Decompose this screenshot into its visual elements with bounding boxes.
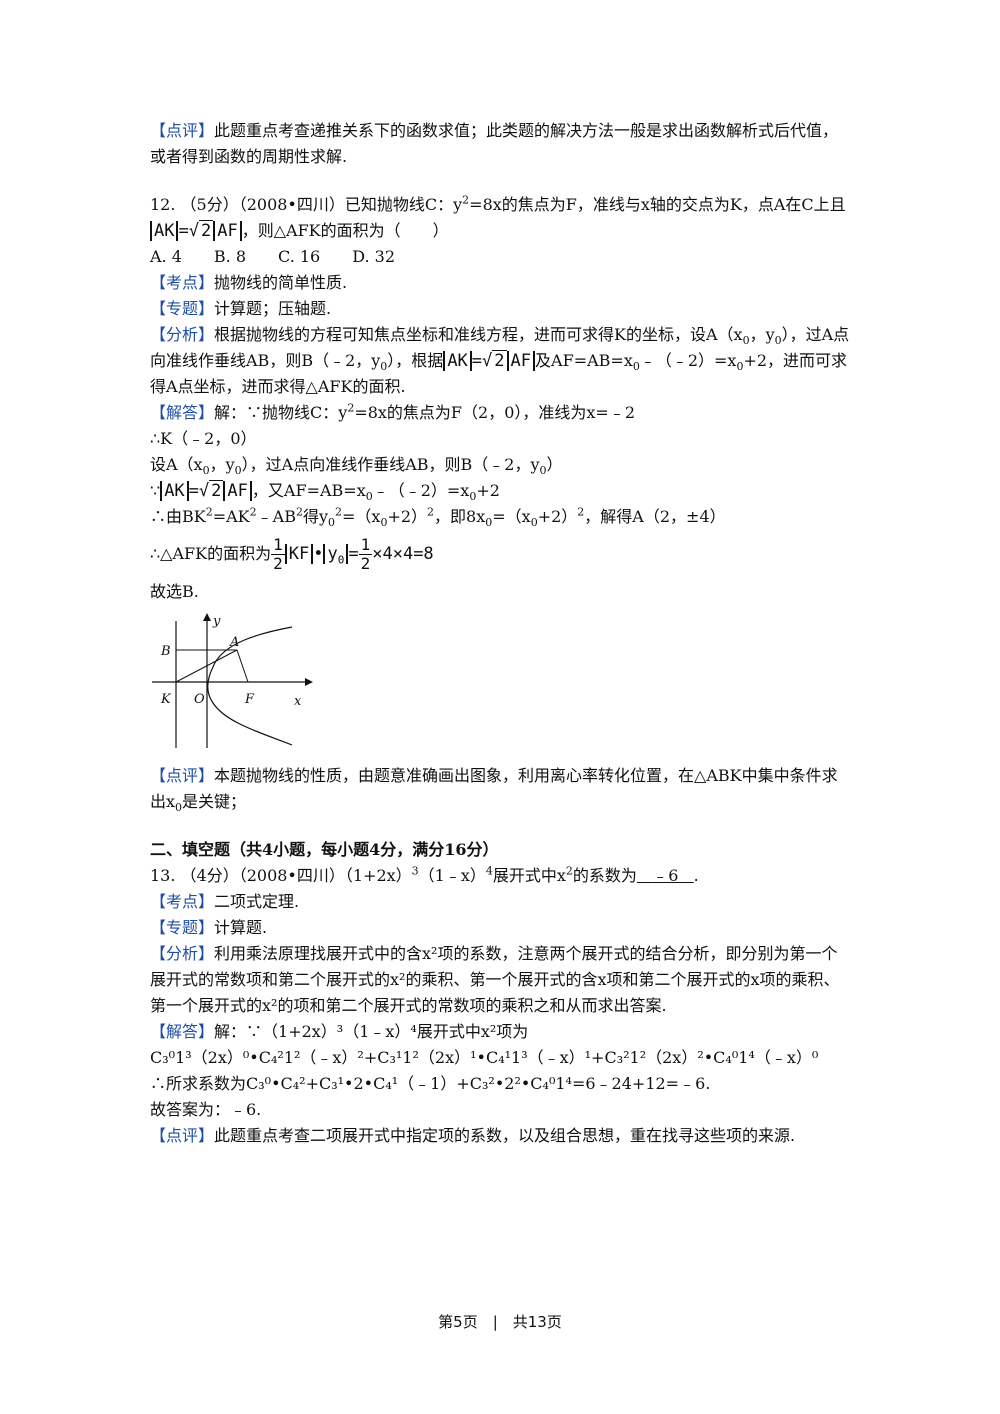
label-b: B	[160, 644, 171, 659]
jieda-line-7: 故选B.	[150, 582, 199, 601]
kaodian: 【考点】抛物线的简单性质.	[150, 273, 348, 292]
label-k: K	[160, 692, 172, 707]
label-f: F	[244, 692, 255, 707]
jieda-13: 【解答】解：∵（1+2x）³（1﹣x）⁴展开式中x²项为	[150, 1022, 529, 1041]
page-content: 【点评】此题重点考查递推关系下的函数求值；此类题的解决方法一般是求出函数解析式后…	[150, 118, 850, 1149]
label-y: y	[212, 614, 221, 629]
jieda-13-line-4: 故答案为：﹣6.	[150, 1100, 262, 1119]
zhuanti: 【专题】计算题；压轴题.	[150, 299, 332, 318]
line-af	[236, 649, 249, 683]
y-axis-arrow	[203, 613, 211, 621]
jieda: 【解答】解：∵抛物线C：y2=8x的焦点为F（2，0），准线为x=﹣2	[150, 401, 635, 422]
zhuanti-13: 【专题】计算题.	[150, 918, 268, 937]
dianping-13: 【点评】此题重点考查二项展开式中指定项的系数，以及组合思想，重在找寻这些项的来源…	[150, 1126, 796, 1145]
section-2-title: 二、填空题（共4小题，每小题4分，满分16分）	[150, 840, 499, 859]
parabola-graph: y x B A K O F	[152, 613, 313, 748]
review-paragraph: 【点评】此题重点考查递推关系下的函数求值；此类题的解决方法一般是求出函数解析式后…	[150, 121, 839, 166]
parabola-curve	[207, 626, 293, 746]
label-a: A	[229, 635, 239, 650]
question-12: 12. （5分）（2008•四川）已知抛物线C：y2=8x的焦点为F，准线与x轴…	[150, 193, 846, 241]
page-footer: 第5页 | 共13页	[438, 1313, 562, 1331]
fenxi: 【分析】根据抛物线的方程可知焦点坐标和准线方程，进而可求得K的坐标，设A（x0，…	[150, 325, 850, 396]
jieda-line-3: 设A（x0，y0），过A点向准线作垂线AB，则B（﹣2，y0）	[150, 455, 563, 478]
question-13: 13. （4分）（2008•四川）（1+2x）3（1﹣x）4展开式中x2的系数为…	[150, 864, 699, 885]
label-o: O	[194, 692, 205, 707]
fenxi-13: 【分析】利用乘法原理找展开式中的含x²项的系数，注意两个展开式的结合分析，即分别…	[150, 944, 840, 1015]
jieda-13-line-2: C₃⁰1³（2x）⁰•C₄²1²（﹣x）²+C₃¹1²（2x）¹•C₄¹1³（﹣…	[150, 1048, 819, 1067]
question-12-options: A. 4 B. 8 C. 16 D. 32	[150, 247, 396, 266]
line-ka	[175, 649, 238, 683]
x-axis-arrow	[305, 678, 313, 686]
jieda-13-line-3: ∴所求系数为C₃⁰•C₄²+C₃¹•2•C₄¹（﹣1）+C₃²•2²•C₄⁰1⁴…	[150, 1074, 711, 1093]
dianping-12: 【点评】本题抛物线的性质，由题意准确画出图象，利用离心率转化位置，在△ABK中集…	[150, 766, 838, 815]
jieda-line-2: ∴K（﹣2，0）	[150, 429, 257, 448]
label-x: x	[294, 694, 302, 709]
jieda-line-5: ∴由BK2=AK2﹣AB2得y02=（x0+2）2，即8x0=（x0+2）2，解…	[150, 505, 726, 530]
kaodian-13: 【考点】二项式定理.	[150, 892, 300, 911]
